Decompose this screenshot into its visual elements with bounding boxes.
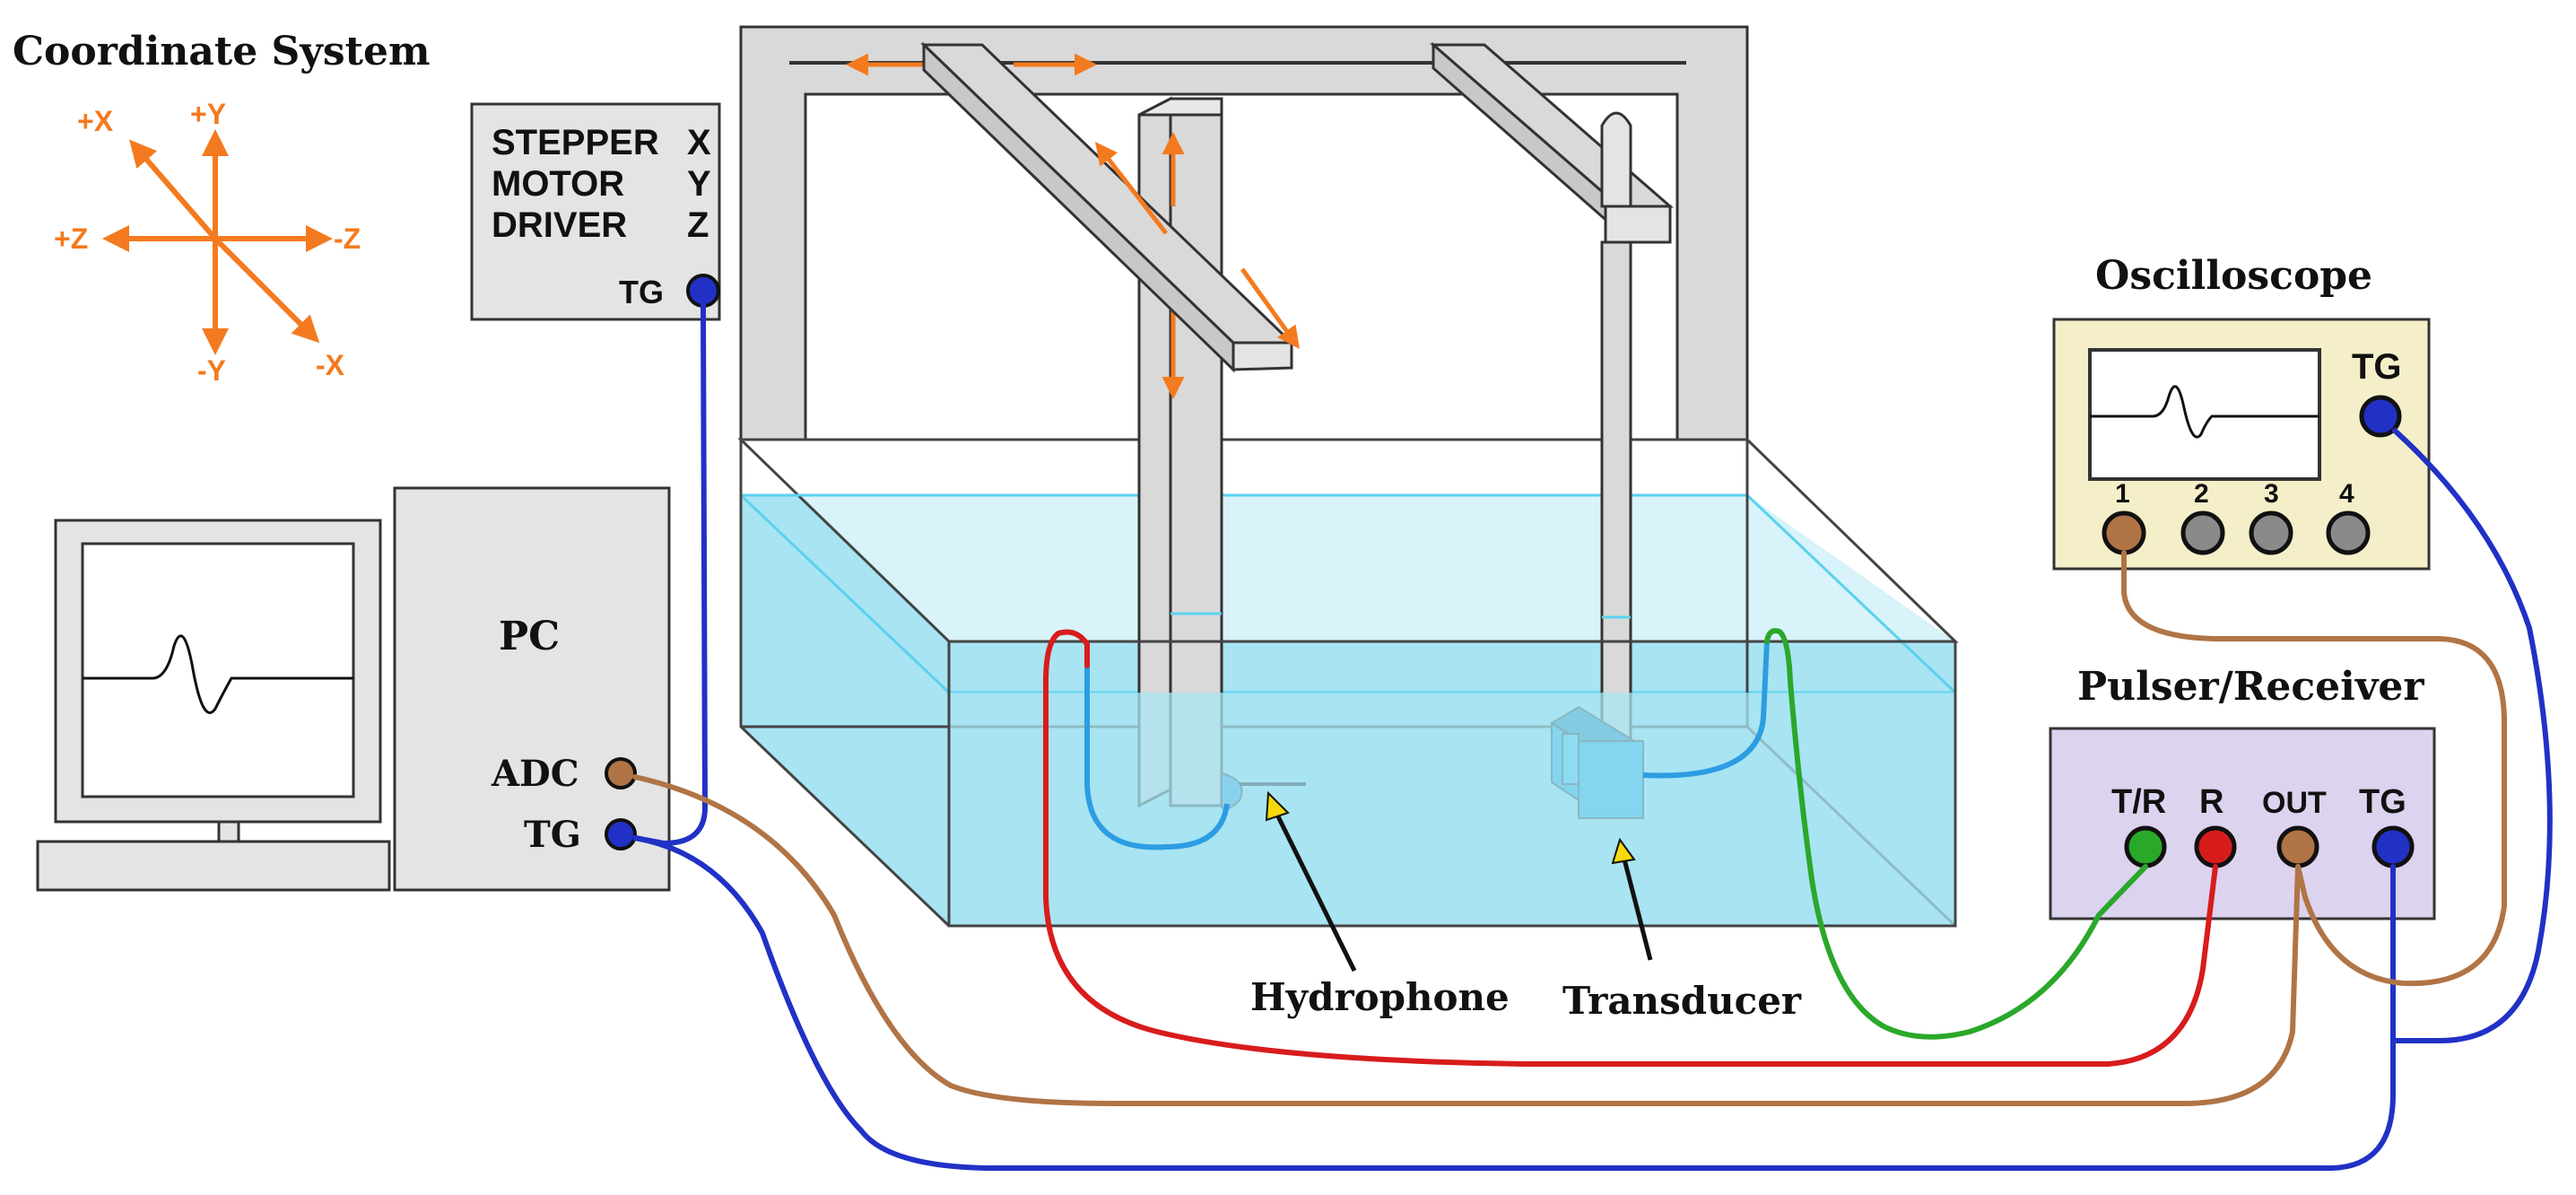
monitor-waveform (83, 634, 353, 714)
arm-arrow-up (1094, 142, 1168, 235)
tank-front-edges (947, 641, 1957, 928)
oscilloscope-ch3-port[interactable] (2249, 510, 2293, 555)
axis-label-minus-z: -Z (334, 222, 361, 255)
coordinate-system-title: Coordinate System (13, 29, 431, 74)
pc-label: PC (499, 614, 560, 659)
tank-front-water (949, 693, 1955, 926)
oscilloscope-ch2-label: 2 (2194, 479, 2209, 509)
pulser-port-r-label: R (2199, 783, 2224, 821)
pulser-r-port[interactable] (2194, 825, 2237, 868)
hydrophone-pointer (1271, 806, 1357, 973)
oscilloscope-ch1-port[interactable] (2102, 510, 2146, 555)
cable-oscilloscope-ch1-to-pulser-out (2121, 550, 2507, 987)
hydrophone-label: Hydrophone (1250, 975, 1510, 1019)
stepper-tg-label: TG (619, 274, 664, 310)
coordinate-system: Coordinate System +X +Y +Z -Z -Y -X (13, 29, 431, 387)
stepper-axis-x: X (687, 123, 711, 162)
axis-label-plus-z: +Z (54, 222, 88, 255)
hydrophone-cable-underwater (1084, 666, 1230, 850)
tank-top-rim (737, 438, 1959, 643)
monitor (36, 519, 391, 892)
oscilloscope-ch1-label: 1 (2115, 479, 2130, 509)
frame-outer (739, 25, 1749, 441)
stepper-tg-port[interactable] (686, 274, 720, 308)
pulser-out-port[interactable] (2276, 825, 2319, 868)
monitor-screen (81, 542, 355, 798)
water-surface-right (1745, 493, 1957, 694)
pulser-tg-port[interactable] (2371, 825, 2415, 868)
axis-x-line-down (213, 236, 320, 344)
cable-pc-tg-to-pulser-tg (632, 835, 2396, 1171)
right-arm-end (1604, 205, 1672, 244)
oscilloscope-tg-port[interactable] (2359, 395, 2402, 438)
oscilloscope-ch4-port[interactable] (2326, 510, 2371, 555)
stepper-line-2: MOTOR (492, 164, 624, 204)
stepper-axis-y: Y (687, 164, 711, 204)
cable-hydrophone-to-pulser-r (1043, 629, 2218, 1067)
transducer-pointer (1621, 855, 1653, 961)
left-diagonal-arm (920, 41, 1300, 373)
oscilloscope-waveform (2090, 385, 2319, 439)
tank-labels: Hydrophone Transducer (1250, 790, 1802, 1023)
pc-adc-label: ADC (491, 753, 579, 795)
oscilloscope-screen (2088, 348, 2321, 481)
keyboard (36, 840, 391, 892)
oscilloscope-ch3-label: 3 (2264, 479, 2279, 509)
pulser-receiver-box (2049, 727, 2436, 920)
axis-label-plus-y: +Y (190, 98, 226, 130)
oscilloscope-title: Oscilloscope (2095, 253, 2372, 299)
cable-transducer-to-pulser-tr (1764, 628, 2148, 1040)
pc-adc-port[interactable] (605, 757, 637, 789)
pulser-port-out-label: OUT (2262, 786, 2327, 820)
cables (632, 302, 2553, 1171)
water-surface-left (739, 493, 951, 694)
transducer-cable-underwater (1642, 641, 1770, 779)
stepper-line-1: STEPPER (492, 123, 659, 162)
oscilloscope-tg-label: TG (2352, 347, 2402, 387)
gantry-frame (739, 25, 1749, 441)
stepper-box (470, 102, 721, 321)
pulser-port-tg-label: TG (2359, 783, 2406, 821)
column-front-face (1169, 113, 1223, 807)
pulser-tr-port[interactable] (2124, 825, 2167, 868)
cable-oscilloscope-tg (2390, 428, 2553, 1043)
stepper-line-3: DRIVER (492, 205, 627, 245)
oscilloscope-ch2-port[interactable] (2180, 510, 2225, 555)
pc-tg-port[interactable] (605, 818, 637, 850)
pc-tower: PC ADC TG (393, 486, 671, 892)
column-top-face (1138, 97, 1223, 117)
monitor-stand (217, 820, 240, 843)
arm-arrow-down (1240, 267, 1300, 350)
axis-label-minus-y: -Y (197, 354, 226, 387)
oscilloscope: Oscilloscope TG 1 2 3 4 (2052, 253, 2431, 571)
rod-cap (1600, 111, 1632, 208)
axis-x-line-up (129, 139, 218, 240)
stepper-axis-z: Z (687, 205, 709, 245)
transducer-pointer-tip (1611, 837, 1636, 865)
axis-label-plus-x: +X (77, 105, 114, 137)
pulser-port-tr-label: T/R (2111, 783, 2166, 821)
pulser-receiver: Pulser/Receiver T/R R OUT TG (2049, 664, 2436, 920)
oscilloscope-ch4-label: 4 (2339, 479, 2354, 509)
pc-tg-label: TG (524, 814, 581, 856)
arm-end-face (1231, 341, 1293, 371)
axis-label-minus-x: -X (316, 349, 345, 381)
stepper-motor-driver: STEPPER MOTOR DRIVER X Y Z TG (470, 102, 721, 321)
transducer-label: Transducer (1562, 979, 1802, 1023)
cable-adc-to-pulser-out (632, 774, 2301, 1106)
pulser-receiver-title: Pulser/Receiver (2077, 664, 2424, 710)
hydrophone-pointer-tip (1265, 790, 1290, 822)
